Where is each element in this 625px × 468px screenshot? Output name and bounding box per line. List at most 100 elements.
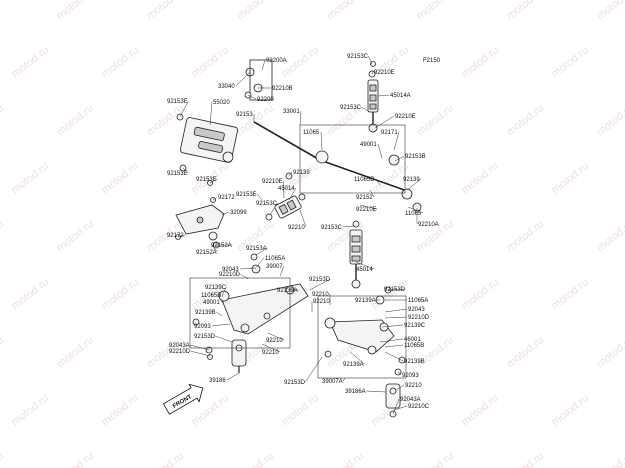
leader-line-7 [377,94,390,97]
part-label-61: 11065B [404,343,424,349]
part-label-25: 92152 [356,195,373,201]
watermark-text-10: motod.ru [189,44,231,80]
knuckle-left [192,318,247,373]
part-label-27: 92153C [256,201,278,207]
watermark-text-59: motod.ru [279,392,321,428]
leader-line-12 [374,115,395,129]
part-label-4: 92210B [272,86,293,92]
watermark-text-54: motod.ru [504,334,546,370]
watermark-text-70: motod.ru [504,450,546,468]
leader-line-67 [397,371,402,376]
watermark-text-7: motod.ru [594,0,625,22]
part-label-43: 92210D [219,272,241,278]
leader-line-22 [283,180,285,199]
part-label-29: 92210E [356,207,377,213]
watermark-text-19: motod.ru [234,102,276,138]
leader-line-10 [299,110,302,126]
leader-line-36 [211,244,218,253]
leader-line-58 [215,335,233,343]
watermark-text-5: motod.ru [414,0,456,22]
leader-line-0 [368,55,373,65]
part-label-36: 92152A [196,250,217,256]
part-label-40: 45014 [356,267,373,273]
leader-line-68 [226,372,240,381]
leader-line-5 [247,94,257,100]
watermark-text-56: motod.ru [9,392,51,428]
part-label-68: 39186 [209,378,226,384]
part-label-17: 92153E [167,171,188,177]
watermark-text-9: motod.ru [99,44,141,80]
frame-bracket-outline [299,124,406,194]
watermark-text-25: motod.ru [99,160,141,196]
leader-line-43 [240,273,249,280]
part-label-46: 92153D [384,287,406,293]
leader-line-57 [381,324,404,328]
part-label-66: 92139A [343,362,364,368]
leader-line-65 [384,351,404,362]
part-label-74: 92210C [408,404,430,410]
leader-line-26 [212,196,218,201]
rear-shock-absorber-upper [367,61,379,133]
part-label-0: 92153C [347,54,369,60]
leader-lines [177,55,424,415]
watermark-text-61: motod.ru [459,392,501,428]
part-label-7: 45014A [390,93,411,99]
leader-line-29 [359,204,378,210]
watermark-text-29: motod.ru [459,160,501,196]
suspension-arm-left [218,253,309,335]
watermark-text-65: motod.ru [54,450,96,468]
part-label-13: 11065 [303,130,320,136]
part-label-20: 11065B [354,177,374,183]
part-label-48: 92139A [277,288,298,294]
leader-line-8 [179,100,189,118]
watermark-text-13: motod.ru [459,44,501,80]
part-label-33: 92172 [167,233,184,239]
leader-line-20 [375,178,381,186]
watermark-text-0: motod.ru [0,0,6,22]
part-label-28: 32099 [230,210,247,216]
part-label-26: 92172 [218,195,235,201]
part-label-19: 92153E [196,177,217,183]
leader-line-56 [211,323,231,327]
leader-line-24 [288,187,297,201]
watermark-text-1: motod.ru [54,0,96,22]
part-label-53: 92139B [195,310,216,316]
part-label-67: 92093 [402,373,419,379]
part-label-65: 92139B [404,359,425,365]
part-label-31: 92210A [418,222,439,228]
part-label-34: 92152A [211,243,232,249]
leader-line-73 [392,398,400,415]
part-label-50: 49001 [203,300,220,306]
watermark-text-45: motod.ru [459,276,501,312]
part-label-55: 92210D [408,315,430,321]
part-label-3: 33040 [218,84,235,90]
part-label-9: 55020 [213,100,230,106]
watermark-text-3: motod.ru [234,0,276,22]
leader-line-44 [221,286,227,297]
part-label-15: 49001 [360,142,377,148]
watermark-text-24: motod.ru [9,160,51,196]
watermark-text-40: motod.ru [9,276,51,312]
watermark-text-69: motod.ru [414,450,456,468]
watermark-text-66: motod.ru [144,450,186,468]
part-label-45: 92210 [312,292,329,298]
part-label-64: 92210 [262,350,279,356]
part-label-23: 92153E [236,192,257,198]
leader-line-6 [361,106,371,113]
watermark-text-30: motod.ru [549,160,591,196]
watermark-text-22: motod.ru [504,102,546,138]
suspension-arm-right [324,286,395,358]
leader-line-17 [182,167,189,174]
leader-line-41 [239,267,256,270]
part-label-62: 92210D [169,349,191,355]
leader-line-23 [257,193,263,201]
leader-line-19 [209,178,218,184]
part-label-49: 11065A [408,298,428,304]
watermark-text-8: motod.ru [9,44,51,80]
watermark-text-38: motod.ru [504,218,546,254]
watermark-text-49: motod.ru [54,334,96,370]
watermark-text-16: motod.ru [0,102,6,138]
leader-line-64 [261,343,281,353]
leader-line-71 [395,384,405,391]
